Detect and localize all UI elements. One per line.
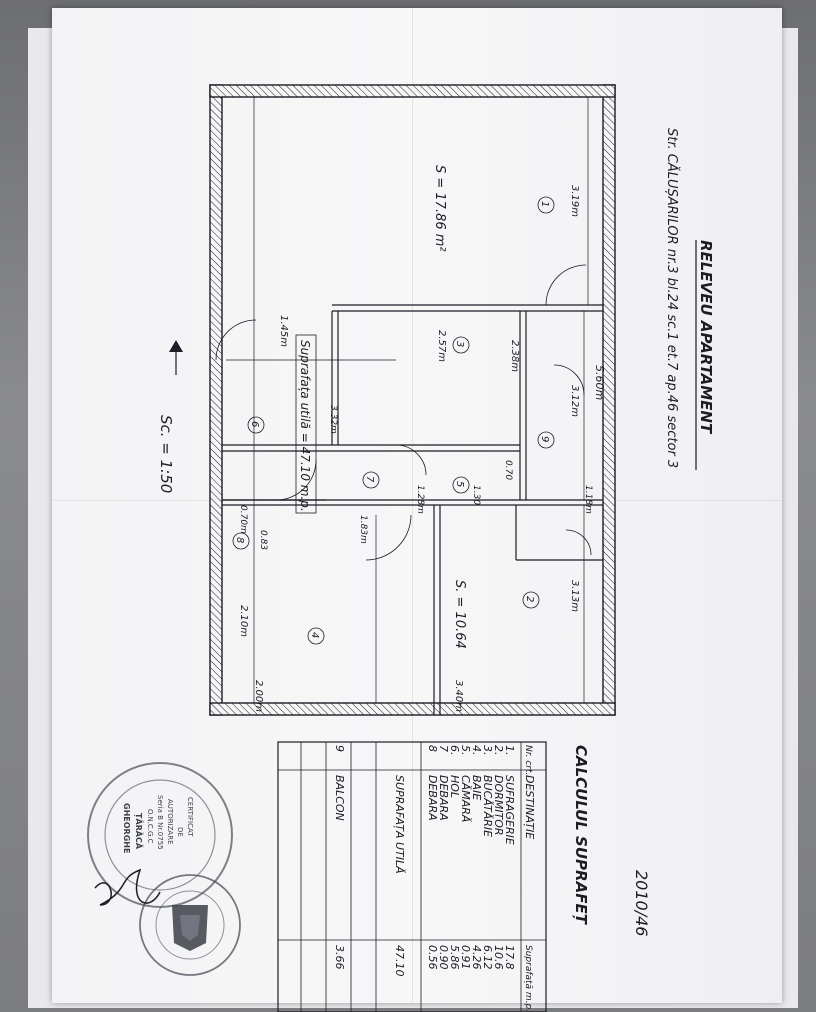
svg-text:0.56: 0.56 bbox=[426, 945, 439, 970]
table-row: 4. BAIE 4.26 bbox=[470, 745, 483, 970]
svg-text:BALCON: BALCON bbox=[333, 775, 346, 821]
svg-text:3.: 3. bbox=[481, 745, 494, 756]
svg-text:DEBARA: DEBARA bbox=[437, 775, 450, 821]
dimension-label: 5.60m bbox=[593, 365, 606, 400]
document-address: Str. CĂLUȘARILOR nr.3 bl.24 sc.1 et.7 ap… bbox=[664, 128, 680, 468]
scale-label: Sc. = 1:50 bbox=[157, 415, 175, 493]
table-row: 7 DEBARA 0.90 bbox=[437, 745, 450, 970]
svg-text:SUPRAFAȚA UTILĂ: SUPRAFAȚA UTILĂ bbox=[393, 775, 406, 874]
table-balcony-row: 9 BALCON 3.66 bbox=[333, 745, 346, 970]
svg-text:SUFRAGERIE: SUFRAGERIE bbox=[503, 775, 516, 845]
svg-text:2.: 2. bbox=[492, 745, 505, 756]
dimension-label: 2.00m bbox=[253, 680, 264, 712]
dimension-label: 1.45m bbox=[278, 315, 289, 347]
table-total-row: SUPRAFAȚA UTILĂ 47.10 bbox=[393, 775, 406, 977]
dimension-label: 1.83m bbox=[358, 515, 368, 544]
table-header: DESTINAȚIE bbox=[523, 775, 536, 839]
svg-text:GHEORGHE: GHEORGHE bbox=[122, 803, 131, 853]
table-header: Suprafață m.p. bbox=[523, 945, 533, 1012]
svg-text:DE: DE bbox=[176, 827, 184, 837]
room-number: 3 bbox=[454, 341, 465, 347]
svg-text:0.91: 0.91 bbox=[459, 945, 472, 970]
dimension-label: 3.40m bbox=[453, 680, 464, 712]
svg-text:7: 7 bbox=[437, 745, 450, 752]
svg-text:6.12: 6.12 bbox=[481, 945, 494, 970]
svg-text:BUCĂTĂRIE: BUCĂTĂRIE bbox=[481, 775, 494, 837]
svg-text:9: 9 bbox=[333, 745, 346, 752]
room-number: 4 bbox=[309, 632, 320, 638]
dimension-label: 3.13m bbox=[569, 580, 580, 612]
svg-text:DEBARA: DEBARA bbox=[426, 775, 439, 821]
room-number: 1 bbox=[539, 201, 550, 207]
svg-text:47.10: 47.10 bbox=[393, 945, 406, 977]
table-header: Nr. crt. bbox=[523, 745, 533, 775]
dimension-label: 0.70 bbox=[503, 460, 513, 480]
signature bbox=[94, 868, 161, 906]
document-title: RELEVEU APARTAMENT bbox=[697, 240, 715, 435]
svg-text:5.86: 5.86 bbox=[448, 945, 461, 970]
dimension-label: 3.12m bbox=[569, 385, 580, 417]
svg-text:4.: 4. bbox=[470, 745, 483, 756]
room-number: 7 bbox=[364, 476, 375, 483]
room-number: 6 bbox=[249, 421, 260, 427]
room-markers bbox=[232, 196, 555, 645]
area-table: CALCULUL SUPRAFEȚ bbox=[277, 741, 590, 1012]
svg-text:1.: 1. bbox=[503, 745, 516, 756]
svg-text:8: 8 bbox=[426, 745, 439, 752]
dimension-label: 1.18m bbox=[583, 485, 593, 514]
room-number: 8 bbox=[234, 537, 245, 543]
dimension-label: 0.83 bbox=[258, 530, 268, 550]
table-row: 5. CĂMARĂ 0.91 bbox=[459, 745, 472, 970]
table-row: 8 DEBARA 0.56 bbox=[426, 745, 439, 970]
dimension-label: 1.28m bbox=[415, 485, 425, 514]
room-number: 9 bbox=[539, 436, 550, 442]
dimension-label: 3.32m bbox=[328, 405, 338, 434]
table-row: 3. BUCĂTĂRIE 6.12 bbox=[481, 745, 494, 970]
room-area: S. = 10.64 bbox=[452, 580, 467, 649]
svg-text:ȚÂRĂCĂ: ȚÂRĂCĂ bbox=[133, 813, 145, 850]
useful-area-label: Suprafața utilă = 47.10 m.p. bbox=[298, 340, 312, 512]
table-title: CALCULUL SUPRAFEȚ bbox=[572, 745, 590, 926]
arrow-icon bbox=[169, 340, 183, 375]
dimension-label: 2.38m bbox=[509, 340, 520, 372]
room-number: 5 bbox=[454, 481, 465, 487]
svg-text:O.N.C.G.C: O.N.C.G.C bbox=[146, 809, 154, 844]
svg-text:10.6: 10.6 bbox=[492, 945, 505, 970]
room-number: 2 bbox=[524, 596, 535, 602]
svg-text:DORMITOR: DORMITOR bbox=[492, 775, 505, 836]
svg-text:CĂMARĂ: CĂMARĂ bbox=[459, 775, 472, 822]
svg-text:AUTORIZARE: AUTORIZARE bbox=[166, 799, 174, 845]
svg-text:4.26: 4.26 bbox=[470, 945, 483, 970]
svg-text:Seria B Nr.0755: Seria B Nr.0755 bbox=[156, 795, 164, 850]
dimension-label: 2.57m bbox=[436, 330, 447, 362]
room-area: S = 17.86 m² bbox=[432, 165, 447, 252]
dimension-label: 1.30 bbox=[471, 485, 481, 505]
svg-text:CERTIFICAT: CERTIFICAT bbox=[186, 797, 194, 837]
official-seal bbox=[139, 874, 241, 976]
table-row: 6. HOL 5.86 bbox=[448, 745, 461, 970]
svg-text:3.66: 3.66 bbox=[333, 945, 346, 970]
dimension-label: 2.10m bbox=[238, 605, 249, 637]
svg-text:5.: 5. bbox=[459, 745, 472, 756]
dimension-label: 0.70m bbox=[238, 505, 248, 534]
svg-text:HOL: HOL bbox=[448, 775, 461, 798]
dimension-label: 3.19m bbox=[569, 185, 580, 217]
stamp-seal: CERTIFICAT DE AUTORIZARE Seria B Nr.0755… bbox=[87, 762, 233, 908]
table-row: 2. DORMITOR 10.6 bbox=[492, 745, 505, 970]
plan-walls bbox=[209, 84, 616, 716]
handwritten-note: 2010/46 bbox=[632, 870, 651, 936]
svg-text:17.8: 17.8 bbox=[503, 945, 516, 970]
svg-text:BAIE: BAIE bbox=[470, 775, 483, 800]
svg-text:6.: 6. bbox=[448, 745, 461, 756]
table-row: 1. SUFRAGERIE 17.8 bbox=[503, 745, 516, 970]
svg-text:0.90: 0.90 bbox=[437, 945, 450, 970]
